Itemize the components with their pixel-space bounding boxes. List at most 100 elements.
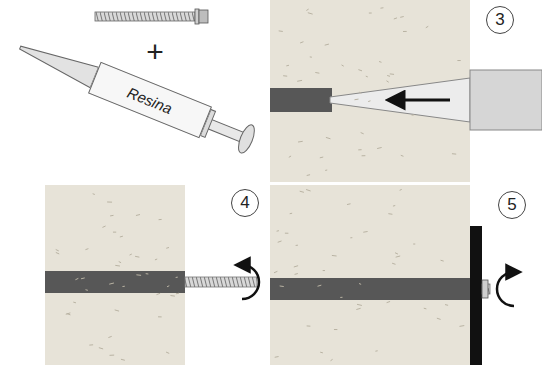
speckle — [354, 99, 358, 101]
speckle — [358, 149, 361, 150]
speckle — [56, 252, 59, 253]
speckle — [426, 26, 428, 27]
node-text: 5 — [507, 195, 516, 215]
speckle — [300, 42, 303, 43]
speckle — [412, 114, 415, 115]
speckle — [298, 141, 303, 143]
node-text: Resina — [125, 83, 175, 116]
step-number: 4 — [231, 189, 259, 217]
speckle — [275, 356, 279, 358]
speckle — [115, 310, 119, 311]
speckle — [394, 18, 397, 19]
speckle — [136, 214, 140, 216]
concrete-block — [45, 185, 259, 365]
step-number: 5 — [498, 191, 526, 219]
speckle — [274, 271, 277, 272]
speckle — [379, 61, 381, 63]
speckle — [135, 256, 139, 258]
speckle — [115, 265, 120, 267]
speckle — [375, 350, 377, 351]
speckle — [170, 295, 174, 297]
speckle — [81, 277, 85, 279]
plus-sign: + — [146, 37, 164, 67]
speckle — [110, 355, 115, 356]
concrete-block — [270, 185, 514, 365]
speckle — [113, 232, 116, 233]
speckle — [159, 219, 162, 220]
speckle — [286, 65, 289, 67]
speckle — [280, 285, 284, 287]
speckle — [323, 270, 325, 271]
speckle — [306, 190, 311, 191]
speckle — [166, 247, 169, 249]
speckle — [369, 13, 372, 14]
speckle — [403, 31, 407, 32]
speckle — [390, 73, 394, 74]
step-number: 3 — [486, 6, 514, 34]
speckle — [350, 237, 352, 238]
speckle — [296, 245, 298, 246]
speckle — [359, 92, 361, 93]
node-text: 4 — [240, 193, 249, 213]
speckle — [340, 297, 342, 298]
speckle — [155, 259, 157, 261]
speckle — [437, 318, 441, 319]
speckle — [356, 308, 360, 309]
speckle — [326, 137, 331, 138]
speckle — [306, 9, 308, 10]
speckle — [297, 80, 302, 82]
syringe-barrel: Resina — [88, 62, 212, 138]
speckle — [368, 100, 370, 102]
speckle — [393, 205, 395, 207]
speckle — [167, 286, 169, 287]
speckle — [357, 304, 362, 305]
speckle — [56, 250, 59, 251]
speckle — [285, 233, 288, 234]
speckle — [424, 308, 427, 310]
speckle — [107, 201, 112, 202]
speckle — [310, 56, 312, 57]
speckle — [388, 213, 392, 215]
speckle — [75, 278, 78, 279]
speckle — [120, 236, 123, 238]
speckle — [331, 359, 333, 360]
speckle — [377, 147, 382, 148]
speckle — [386, 81, 388, 82]
speckle — [176, 277, 178, 278]
speckle — [441, 260, 444, 262]
speckle — [332, 255, 337, 257]
speckle — [93, 193, 95, 195]
speckle — [320, 352, 323, 354]
speckle — [283, 75, 287, 76]
speckle — [452, 153, 456, 154]
speckle — [277, 230, 279, 232]
speckle — [290, 213, 292, 215]
speckle — [342, 65, 344, 66]
speckle — [67, 314, 71, 315]
speckle — [66, 313, 71, 314]
speckle — [308, 13, 313, 14]
speckle — [361, 133, 364, 134]
speckle — [85, 249, 88, 250]
concrete-texture — [56, 8, 465, 361]
speckle — [85, 289, 87, 291]
speckle — [99, 348, 103, 349]
speckle — [158, 316, 162, 317]
speckle — [366, 76, 368, 78]
speckle — [166, 352, 169, 353]
speckle — [122, 286, 124, 287]
speckle — [347, 203, 351, 205]
speckle — [380, 7, 383, 8]
speckle — [307, 174, 310, 176]
speckle — [119, 262, 121, 263]
speckle — [320, 157, 323, 159]
speckle — [110, 215, 113, 217]
speckle — [121, 359, 125, 361]
speckle — [395, 253, 398, 254]
speckle — [362, 155, 366, 156]
speckle — [363, 231, 367, 233]
concrete-block — [270, 0, 542, 182]
speckle — [108, 336, 111, 337]
